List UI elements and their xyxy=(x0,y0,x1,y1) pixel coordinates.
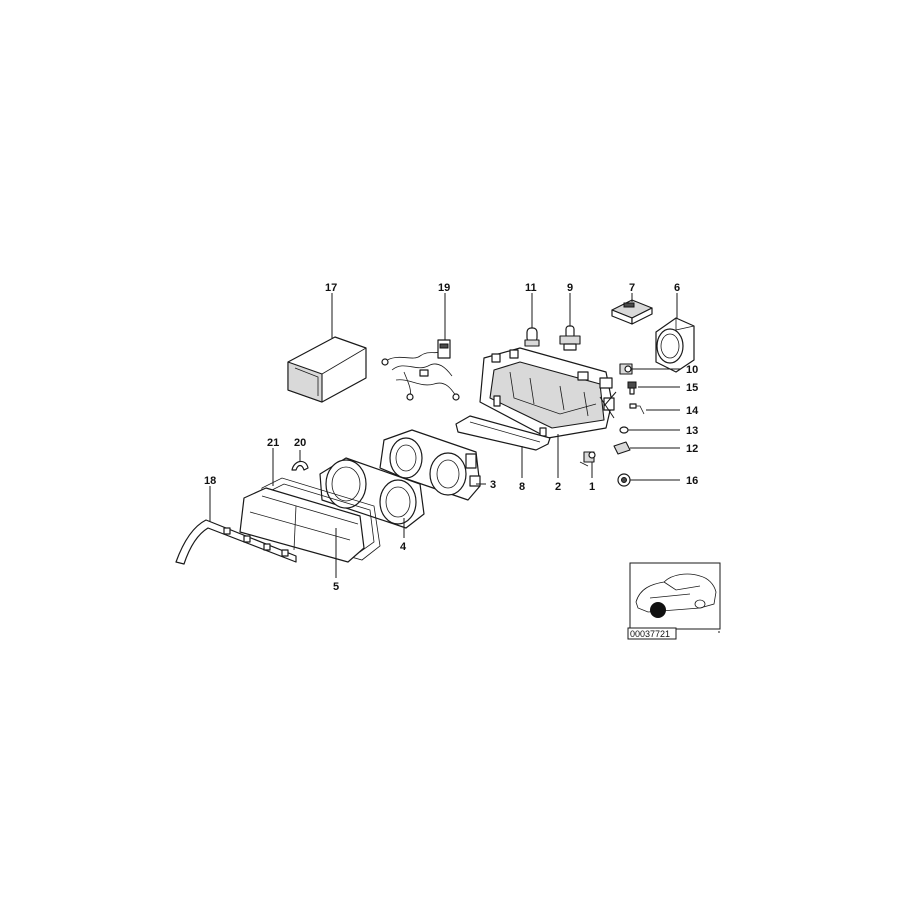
callout-15[interactable]: 15 xyxy=(686,382,698,394)
part-7-control-unit[interactable] xyxy=(611,299,653,325)
part-17-box[interactable] xyxy=(287,336,367,403)
part-3-reflector[interactable] xyxy=(379,429,481,501)
part-12-clip-nut[interactable] xyxy=(613,441,631,455)
part-4-trim-frame[interactable] xyxy=(319,457,425,529)
part-13-washer[interactable] xyxy=(619,426,629,434)
part-9-bulb[interactable] xyxy=(559,325,581,351)
callout-16[interactable]: 16 xyxy=(686,475,698,487)
callout-13[interactable]: 13 xyxy=(686,425,698,437)
part-16-nut[interactable] xyxy=(617,473,631,487)
callout-10[interactable]: 10 xyxy=(686,364,698,376)
reference-code: 00037721 xyxy=(630,629,670,639)
callout-8[interactable]: 8 xyxy=(519,481,525,493)
part-8-seal[interactable] xyxy=(455,415,551,451)
part-20-clip[interactable] xyxy=(291,460,309,471)
callout-14[interactable]: 14 xyxy=(686,405,699,417)
part-5-lens[interactable] xyxy=(239,487,365,563)
part-10-bulb-holder[interactable] xyxy=(619,363,633,375)
callout-labels: 17 19 11 9 7 6 10 15 14 13 12 16 1 2 8 3… xyxy=(204,282,699,593)
callout-4[interactable]: 4 xyxy=(400,541,407,553)
callout-17[interactable]: 17 xyxy=(325,282,337,294)
part-6-cover-cap[interactable] xyxy=(655,317,695,373)
callout-20[interactable]: 20 xyxy=(294,437,306,449)
callout-11[interactable]: 11 xyxy=(525,282,537,294)
callout-18[interactable]: 18 xyxy=(204,475,216,487)
callout-19[interactable]: 19 xyxy=(438,282,450,294)
callout-2[interactable]: 2 xyxy=(555,481,561,493)
part-15-screw[interactable] xyxy=(627,381,637,395)
callout-9[interactable]: 9 xyxy=(567,282,573,294)
callout-12[interactable]: 12 xyxy=(686,443,698,455)
callout-1[interactable]: 1 xyxy=(589,481,595,493)
callout-6[interactable]: 6 xyxy=(674,282,680,294)
callout-21[interactable]: 21 xyxy=(267,437,279,449)
part-18-trim-strip[interactable] xyxy=(175,519,297,565)
callout-3[interactable]: 3 xyxy=(490,479,496,491)
part-1-adjuster[interactable] xyxy=(579,451,596,467)
part-19-wiring-harness[interactable] xyxy=(381,339,460,401)
part-11-bulb[interactable] xyxy=(524,327,540,347)
reference-thumbnail: 00037721 xyxy=(627,562,721,640)
leader-lines xyxy=(209,293,680,578)
part-14-pin[interactable] xyxy=(629,403,645,415)
highlight-marker xyxy=(650,602,666,618)
car-outline-icon xyxy=(635,573,717,613)
callout-7[interactable]: 7 xyxy=(629,282,635,294)
part-2-headlight-housing[interactable] xyxy=(479,347,615,439)
callout-5[interactable]: 5 xyxy=(333,581,339,593)
